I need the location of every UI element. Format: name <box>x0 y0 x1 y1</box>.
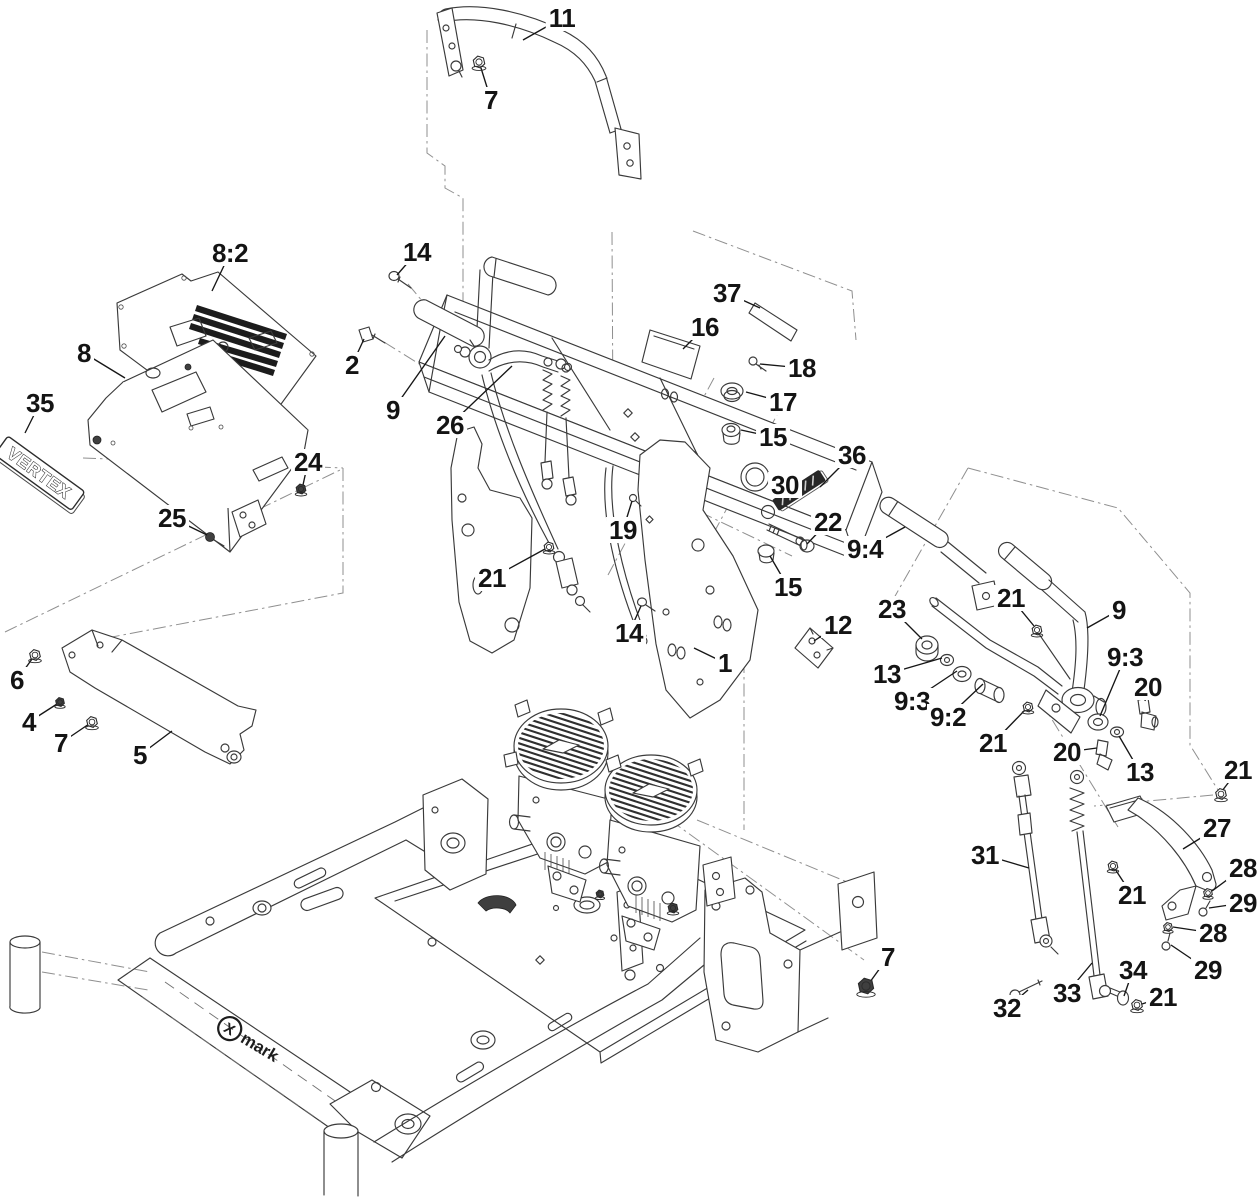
part-callout-20: 20 <box>1131 674 1165 700</box>
part-callout-26: 26 <box>433 412 467 438</box>
part-callout-29: 29 <box>1191 957 1225 983</box>
pump-cooling-fan-left <box>503 699 614 791</box>
part-callout-17: 17 <box>766 389 800 415</box>
part-callout-37: 37 <box>710 280 744 306</box>
part-callout-12: 12 <box>821 612 855 638</box>
part-callout-9-3: 9:3 <box>890 688 934 714</box>
part-callout-14: 14 <box>612 620 646 646</box>
part-callout-28: 28 <box>1196 920 1230 946</box>
motion-control-lever-assembly <box>879 496 1159 771</box>
part-callout-7: 7 <box>51 730 71 756</box>
part-callout-21: 21 <box>976 730 1010 756</box>
part-callout-2: 2 <box>342 352 362 378</box>
part-callout-36: 36 <box>835 442 869 468</box>
part-callout-35: 35 <box>23 390 57 416</box>
part-callout-28: 28 <box>1226 855 1258 881</box>
part-callout-31: 31 <box>968 842 1002 868</box>
part-callout-13: 13 <box>870 661 904 687</box>
part-callout-9-4: 9:4 <box>843 536 887 562</box>
part-callout-21: 21 <box>475 565 509 591</box>
part-callout-34: 34 <box>1116 957 1150 983</box>
hydro-pump-assemblies <box>503 699 704 951</box>
part-callout-27: 27 <box>1200 815 1234 841</box>
pump-cooling-fan-right <box>604 754 704 833</box>
part-callout-8: 8 <box>74 340 94 366</box>
part-callout-8-2: 8:2 <box>208 240 252 266</box>
part-callout-15: 15 <box>756 424 790 450</box>
part-callout-22: 22 <box>811 509 845 535</box>
part-callout-21: 21 <box>1146 984 1180 1010</box>
part-callout-13: 13 <box>1123 759 1157 785</box>
mower-frame: X mark <box>9 778 878 1197</box>
part-11-rollbar <box>436 6 642 180</box>
part-callout-33: 33 <box>1050 980 1084 1006</box>
part-callout-25: 25 <box>155 505 189 531</box>
part-callout-16: 16 <box>688 314 722 340</box>
vertex-badge-text: VERTEX <box>3 444 74 503</box>
part-callout-6: 6 <box>7 667 27 693</box>
part-callout-21: 21 <box>1221 757 1255 783</box>
part-5-bracket-assembly <box>61 629 257 765</box>
part-35-vertex-badge: VERTEX <box>0 436 85 514</box>
part-callout-5: 5 <box>130 742 150 768</box>
part-callout-20: 20 <box>1050 739 1084 765</box>
hardware-and-decals <box>205 270 834 669</box>
part-callout-9-2: 9:2 <box>926 704 970 730</box>
part-callout-32: 32 <box>990 995 1024 1021</box>
part-callout-1: 1 <box>715 650 735 676</box>
part-callout-9: 9 <box>1109 597 1129 623</box>
part-callout-4: 4 <box>19 709 39 735</box>
part-callout-30: 30 <box>768 472 802 498</box>
linkage-rods-and-support-arm <box>1009 760 1217 1006</box>
part-callout-21: 21 <box>994 585 1028 611</box>
part-callout-7: 7 <box>481 87 501 113</box>
part-callout-14: 14 <box>400 239 434 265</box>
part-callout-23: 23 <box>875 596 909 622</box>
part-callout-18: 18 <box>785 355 819 381</box>
part-callout-21: 21 <box>1115 882 1149 908</box>
exmark-logo-x: X <box>221 1020 238 1040</box>
part-callout-9: 9 <box>383 397 403 423</box>
part-callout-15: 15 <box>771 574 805 600</box>
hex-nuts <box>28 55 1228 1014</box>
part-callout-19: 19 <box>606 517 640 543</box>
part-callout-9-3: 9:3 <box>1103 644 1147 670</box>
exmark-logo-mark: mark <box>237 1029 282 1066</box>
part-callout-7: 7 <box>878 944 898 970</box>
part-8-console <box>87 339 309 553</box>
part-callout-29: 29 <box>1226 890 1258 916</box>
part-callout-11: 11 <box>545 5 579 31</box>
part-callout-24: 24 <box>291 449 325 475</box>
